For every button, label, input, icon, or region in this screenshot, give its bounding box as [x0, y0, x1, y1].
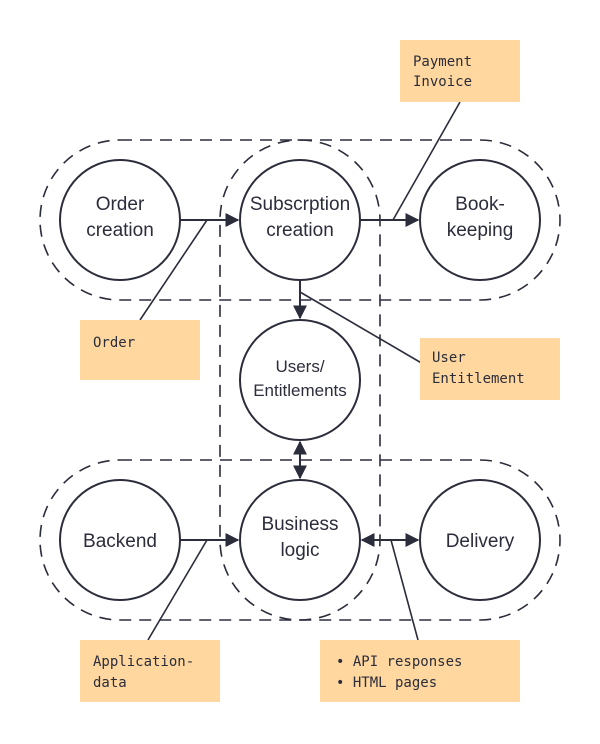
center-column-group [219, 139, 381, 621]
node-business-logic: Business logic [239, 479, 361, 601]
note-order-text: Order [93, 335, 135, 351]
connector-api-html [390, 539, 419, 641]
bookkeeping-label-line2: keeping [447, 220, 514, 241]
connector-application-data [147, 539, 208, 641]
note-payment-line2: Invoice [413, 74, 472, 90]
subscription-label-line2: creation [266, 220, 334, 241]
note-appdata-line2: data [93, 675, 127, 691]
node-users-entitlements: Users/ Entitlements [239, 319, 361, 441]
note-payment-line1: Payment [413, 54, 472, 70]
note-api-html: • API responses • HTML pages [320, 640, 520, 702]
users-label-line2: Entitlements [253, 381, 347, 400]
order-creation-label-line2: creation [86, 220, 154, 241]
business-logic-label-line2: logic [280, 540, 319, 561]
delivery-label: Delivery [446, 531, 515, 552]
note-user-entitlement: User Entitlement [420, 338, 560, 400]
note-api-line2: • HTML pages [336, 675, 437, 691]
backend-label: Backend [83, 531, 157, 552]
node-backend: Backend [59, 479, 181, 601]
node-order-creation: Order creation [59, 159, 181, 281]
note-user-line1: User [432, 350, 466, 366]
subscription-label-line1: Subscrption [250, 194, 350, 215]
order-creation-label-line1: Order [96, 194, 145, 215]
note-payment-invoice: Payment Invoice [400, 40, 520, 102]
note-user-line2: Entitlement [432, 371, 525, 387]
users-label-line1: Users/ [275, 357, 324, 376]
note-appdata-line1: Application- [93, 654, 194, 670]
business-logic-label-line1: Business [261, 514, 338, 535]
node-bookkeeping: Book- keeping [419, 159, 541, 281]
note-api-line1: • API responses [336, 654, 462, 670]
node-subscription-creation: Subscrption creation [239, 159, 361, 281]
connector-order [139, 219, 208, 321]
note-order: Order [80, 320, 200, 380]
note-application-data: Application- data [80, 640, 220, 702]
connector-payment-invoice [392, 101, 461, 221]
node-delivery: Delivery [419, 479, 541, 601]
connector-user-entitlement [299, 291, 431, 369]
bookkeeping-label-line1: Book- [455, 194, 505, 215]
